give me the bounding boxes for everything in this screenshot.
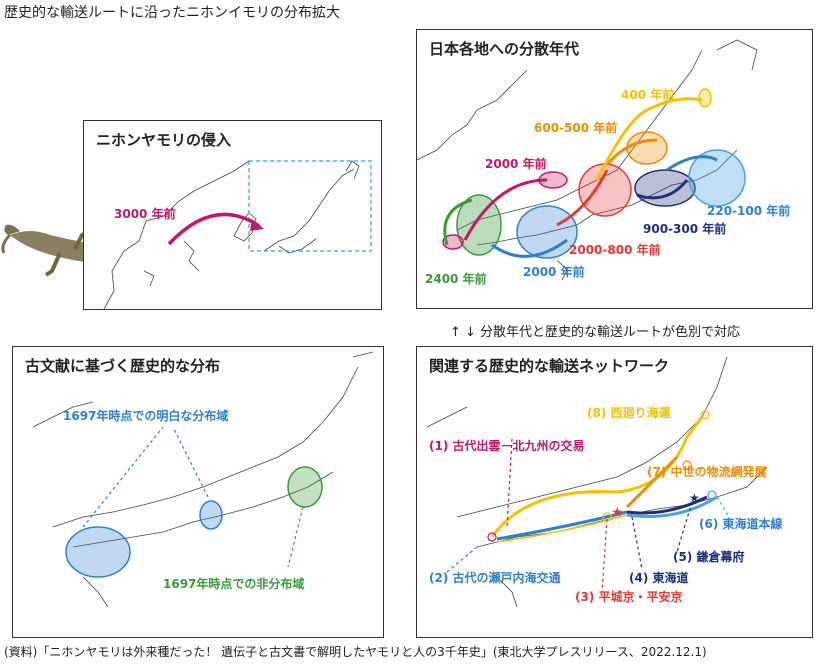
panel-title-dispersal: 日本各地への分散年代 bbox=[429, 40, 580, 58]
panel-invasion: ニホンヤモリの侵入 3000 年前 bbox=[83, 120, 382, 310]
label-2000b: 2000 年前 bbox=[523, 265, 585, 279]
label-route-6: (6) 東海道本線 bbox=[699, 517, 783, 531]
dispersal-arrows bbox=[443, 97, 718, 258]
literature-map bbox=[32, 351, 374, 608]
source-note: (資料)「ニホンヤモリは外来種だった！ 遺伝子と古文書で解明したヤモリと人の3千… bbox=[4, 645, 707, 659]
label-220-100: 220-100 年前 bbox=[707, 204, 791, 218]
route-lines bbox=[490, 416, 718, 543]
zoom-box bbox=[248, 160, 372, 252]
label-400: 400 年前 bbox=[621, 88, 675, 102]
svg-text:★: ★ bbox=[689, 491, 700, 505]
region-kansai bbox=[199, 500, 223, 530]
correspondence-note: ↑ ↓ 分散年代と歴史的な輸送ルートが色別で対応 bbox=[450, 325, 741, 340]
label-route-8: (8) 西廻り海運 bbox=[587, 406, 671, 420]
label-2400: 2400 年前 bbox=[425, 272, 487, 286]
panel-title-literature: 古文献に基づく歴史的な分布 bbox=[25, 357, 221, 375]
page-title: 歴史的な輸送ルートに沿ったニホンイモリの分布拡大 bbox=[4, 5, 340, 21]
panel-title-network: 関連する歴史的な輸送ネットワーク bbox=[429, 357, 670, 375]
label-900-300: 900-300 年前 bbox=[643, 222, 727, 236]
panel-dispersal: 日本各地への分散年代 400 年前 600-500 年前 2000 年前 200… bbox=[416, 29, 813, 309]
region-kanto bbox=[287, 466, 323, 508]
dispersal-map bbox=[417, 39, 758, 281]
region-kyushu bbox=[65, 526, 131, 578]
network-map: ★ ★ bbox=[426, 356, 768, 608]
label-route-7: (7) 中世の物流網発展 bbox=[647, 465, 767, 479]
label-2000a: 2000 年前 bbox=[485, 157, 547, 171]
svg-text:★: ★ bbox=[611, 505, 624, 521]
label-route-1: (1) 古代出雲－北九州の交易 bbox=[429, 439, 585, 453]
arrow-3000 bbox=[167, 212, 260, 246]
label-route-3: (3) 平城京・平安京 bbox=[575, 590, 683, 604]
label-route-4: (4) 東海道 bbox=[629, 571, 689, 585]
panel-network: ★ ★ 関連する歴史的な輸送ネットワーク (8) 西廻り海運 (1) 古代出雲－… bbox=[416, 346, 813, 638]
invasion-map bbox=[103, 160, 372, 309]
label-600-500: 600-500 年前 bbox=[534, 121, 618, 135]
label-absent: 1697年時点での非分布域 bbox=[163, 577, 305, 591]
panel-literature: 古文献に基づく歴史的な分布 1697年時点での明白な分布域 1697年時点での非… bbox=[12, 346, 384, 638]
label-present: 1697年時点での明白な分布域 bbox=[63, 409, 229, 423]
label-route-2: (2) 古代の瀬戸内海交通 bbox=[429, 571, 561, 585]
label-3000: 3000 年前 bbox=[114, 207, 176, 221]
label-route-5: (5) 鎌倉幕府 bbox=[673, 550, 745, 564]
dispersal-regions bbox=[442, 88, 746, 259]
panel-title-invasion: ニホンヤモリの侵入 bbox=[96, 131, 232, 149]
label-2000-800: 2000-800 年前 bbox=[569, 243, 661, 257]
